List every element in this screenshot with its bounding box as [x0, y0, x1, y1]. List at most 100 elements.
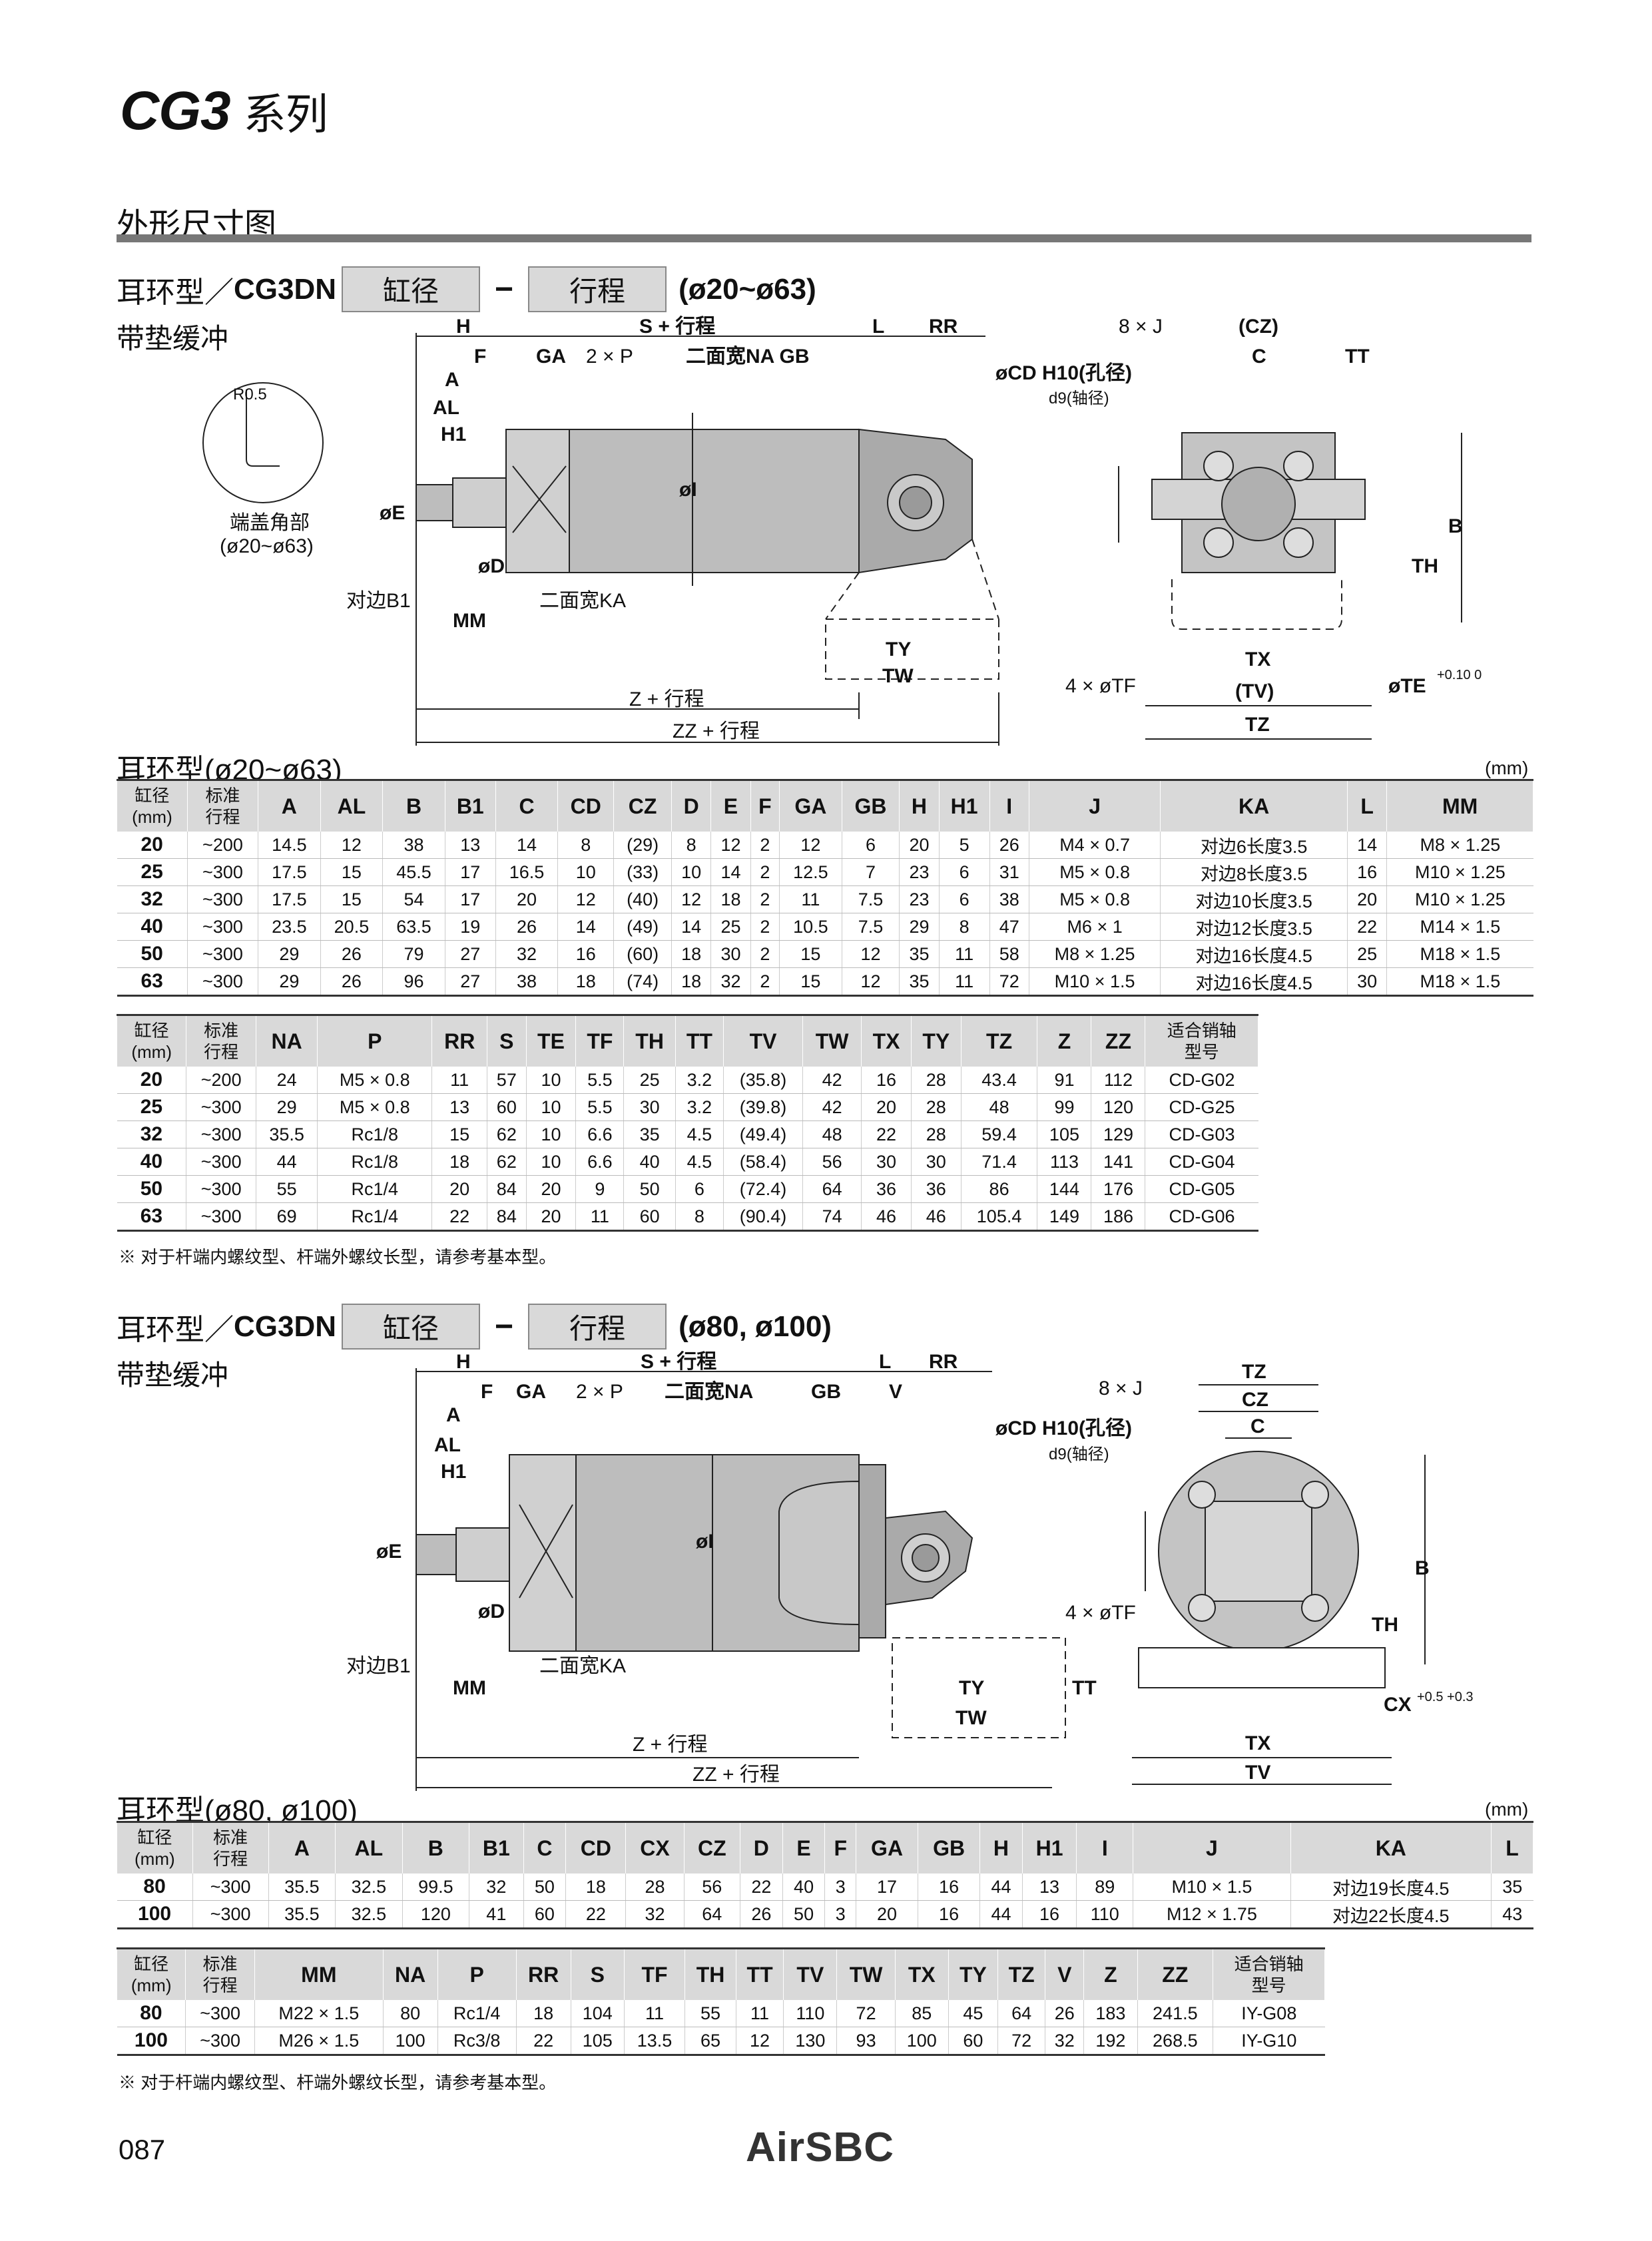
- column-header: L: [1346, 779, 1388, 832]
- table-cell: (39.8): [722, 1093, 803, 1121]
- table-cell: 41: [469, 1900, 524, 1929]
- column-header: NA: [382, 1947, 438, 2000]
- piston-rod: [452, 477, 507, 528]
- column-header: H: [979, 1821, 1023, 1873]
- table-cell: 17: [444, 858, 496, 886]
- column-header: TZ: [997, 1947, 1046, 2000]
- table-cell: 5.5: [575, 1093, 624, 1121]
- column-header: MM: [254, 1947, 384, 2000]
- dim-4TF: 4 × øTF: [1065, 675, 1136, 697]
- column-header: L: [1490, 1821, 1534, 1873]
- bore-range: (ø20~ø63): [679, 272, 816, 306]
- column-header: CZ: [613, 779, 672, 832]
- table-cell: 89: [1076, 1873, 1133, 1901]
- table-cell: 96: [382, 967, 445, 997]
- table-cell: 46: [910, 1202, 962, 1232]
- table-cell: 对边22长度4.5: [1290, 1900, 1492, 1929]
- table-cell: (60): [613, 940, 672, 968]
- table-cell: 110: [783, 2000, 837, 2027]
- table-cell: 43: [1490, 1900, 1533, 1929]
- dim-TX: TX: [1245, 648, 1270, 670]
- dim-TY: TY: [959, 1677, 984, 1699]
- table-cell: 100: [117, 1900, 193, 1929]
- dim-I: øI: [679, 479, 697, 501]
- dim-8J: 8 × J: [1119, 316, 1163, 338]
- column-header: 适合销轴 型号: [1145, 1014, 1258, 1067]
- series-suffix: 系列: [243, 91, 328, 138]
- table-cell: 100: [382, 2027, 438, 2056]
- table-cell: 4.5: [675, 1148, 724, 1176]
- column-header: I: [989, 779, 1029, 832]
- dim-ZZ: ZZ + 行程: [692, 1764, 780, 1786]
- table-cell: 86: [960, 1175, 1037, 1203]
- table-cell: 50: [782, 1900, 825, 1929]
- column-header: GB: [841, 779, 900, 832]
- dim-A: A: [446, 1404, 461, 1426]
- table-cell: CD-G25: [1145, 1093, 1258, 1121]
- table-cell: 110: [1076, 1900, 1133, 1929]
- table-cell: 48: [960, 1093, 1037, 1121]
- table-cell: 3.2: [675, 1067, 724, 1094]
- column-header: B: [382, 779, 445, 832]
- table-cell: 16: [1346, 858, 1387, 886]
- column-header: TW: [802, 1014, 862, 1067]
- column-header: RR: [515, 1947, 571, 2000]
- column-header: 标准 行程: [186, 1014, 256, 1067]
- dim-D: øD: [478, 1601, 505, 1622]
- table-cell: 99: [1037, 1093, 1091, 1121]
- dim-CD: øCD H10(孔径): [995, 362, 1132, 384]
- dim-A: A: [445, 369, 459, 391]
- table-cell: 2: [750, 940, 780, 968]
- table-cell: 9: [575, 1175, 624, 1203]
- table-cell: 32: [1045, 2027, 1084, 2056]
- table-cell: 20: [525, 1202, 576, 1232]
- table-cell: 16: [1021, 1900, 1077, 1929]
- dim-L: L: [879, 1351, 891, 1373]
- dim-H: H: [456, 316, 471, 338]
- table-cell: 29: [258, 940, 321, 968]
- dim-F: F: [481, 1381, 493, 1403]
- table-cell: 12.5: [779, 858, 842, 886]
- table-cell: 42: [802, 1067, 862, 1094]
- table-cell: 129: [1091, 1120, 1145, 1148]
- table-cell: ~300: [186, 1120, 256, 1148]
- column-header: 标准 行程: [186, 779, 259, 832]
- dim-8J: 8 × J: [1099, 1377, 1143, 1399]
- dim-TW: TW: [956, 1707, 987, 1729]
- table-cell: 14: [557, 913, 614, 941]
- column-header: J: [1028, 779, 1161, 832]
- table-cell: 183: [1083, 2000, 1137, 2027]
- column-header: B1: [444, 779, 496, 832]
- column-header: D: [739, 1821, 783, 1873]
- table-cell: 15: [320, 858, 383, 886]
- column-header: AL: [320, 779, 384, 832]
- dim-CZ: (CZ): [1239, 316, 1278, 338]
- table-cell: 6: [675, 1175, 724, 1203]
- table-cell: 17.5: [258, 858, 321, 886]
- table-cell: Rc1/4: [437, 2000, 517, 2027]
- table-cell: ~300: [192, 1900, 269, 1929]
- dim-2P: 2 × P: [586, 346, 633, 368]
- table-cell: 60: [623, 1202, 676, 1232]
- table-cell: 12: [735, 2027, 784, 2056]
- column-header: B: [402, 1821, 470, 1873]
- dim-TZ: TZ: [1245, 714, 1270, 736]
- table-cell: 44: [979, 1900, 1023, 1929]
- column-header: E: [782, 1821, 826, 1873]
- dim-CX: CX: [1384, 1694, 1412, 1716]
- table-cell: Rc1/4: [317, 1175, 432, 1203]
- table-cell: 14: [1346, 832, 1387, 859]
- table-cell: 23: [899, 858, 940, 886]
- column-header: F: [824, 1821, 857, 1873]
- table-cell: 35: [899, 940, 940, 968]
- table-cell: 12: [841, 940, 900, 968]
- table-cell: 18: [671, 967, 711, 997]
- table-cell: 32: [469, 1873, 524, 1901]
- table-cell: 44: [255, 1148, 318, 1176]
- column-header: E: [710, 779, 751, 832]
